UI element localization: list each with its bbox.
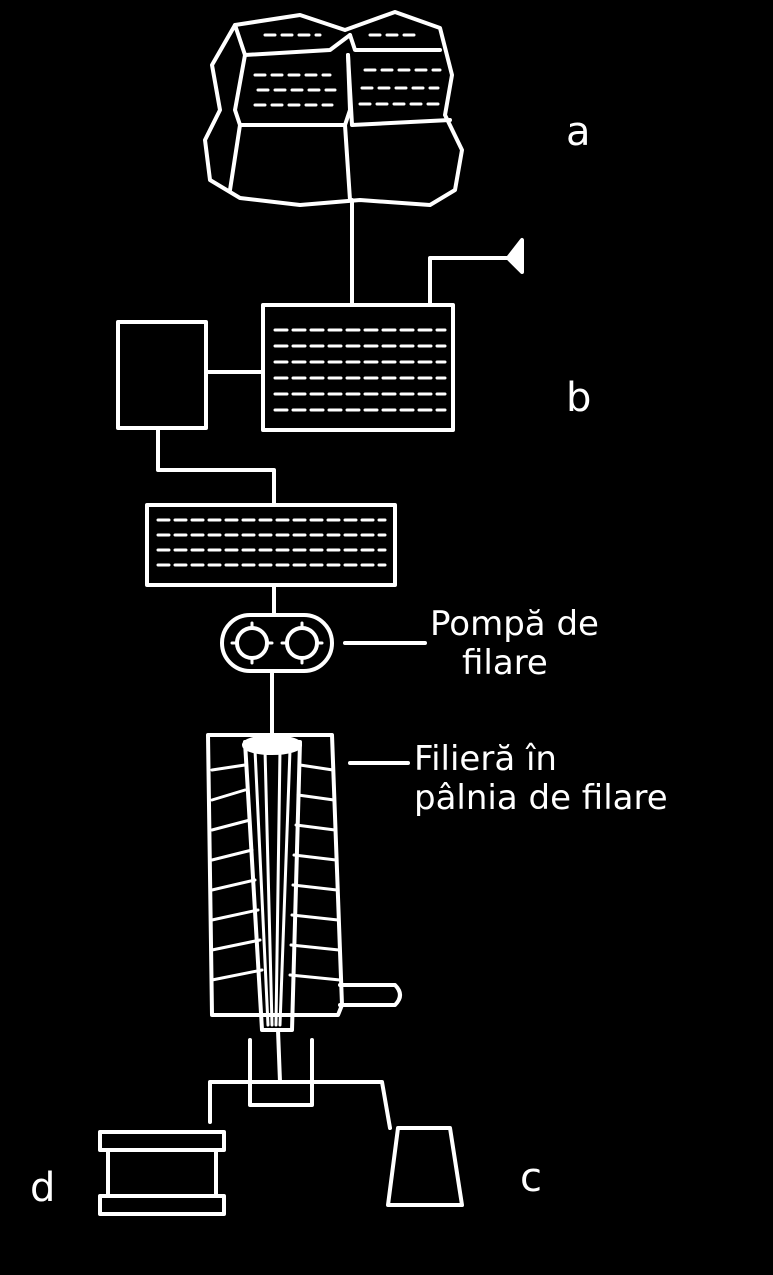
take-up-bobbin	[98, 1130, 226, 1216]
connector-aux-filter	[156, 426, 276, 507]
label-d: d	[30, 1165, 56, 1211]
spinneret-callout-line1: Filieră în	[414, 739, 557, 779]
spinning-funnel	[206, 733, 402, 1032]
collecting-cup	[248, 1028, 314, 1107]
pump-callout-line1: Pompă de	[430, 604, 599, 644]
dissolving-tank	[261, 303, 455, 432]
spinneret-callout: Filieră în pâlnia de filare	[414, 739, 668, 819]
auxiliary-tank	[116, 320, 265, 430]
solution-tank	[145, 503, 397, 587]
spinning-pump	[220, 613, 334, 673]
spinneret-callout-line2: pâlnia de filare	[414, 778, 668, 819]
feed-pipe	[428, 238, 524, 307]
pump-callout: Pompă de filare	[430, 604, 599, 684]
label-c: c	[520, 1155, 542, 1201]
label-a: a	[566, 109, 591, 155]
raw-material-bale	[203, 10, 464, 207]
pump-callout-line2: filare	[462, 643, 548, 684]
spinning-pot	[386, 1126, 464, 1207]
label-b: b	[566, 375, 592, 421]
fibre-path	[208, 1080, 392, 1130]
